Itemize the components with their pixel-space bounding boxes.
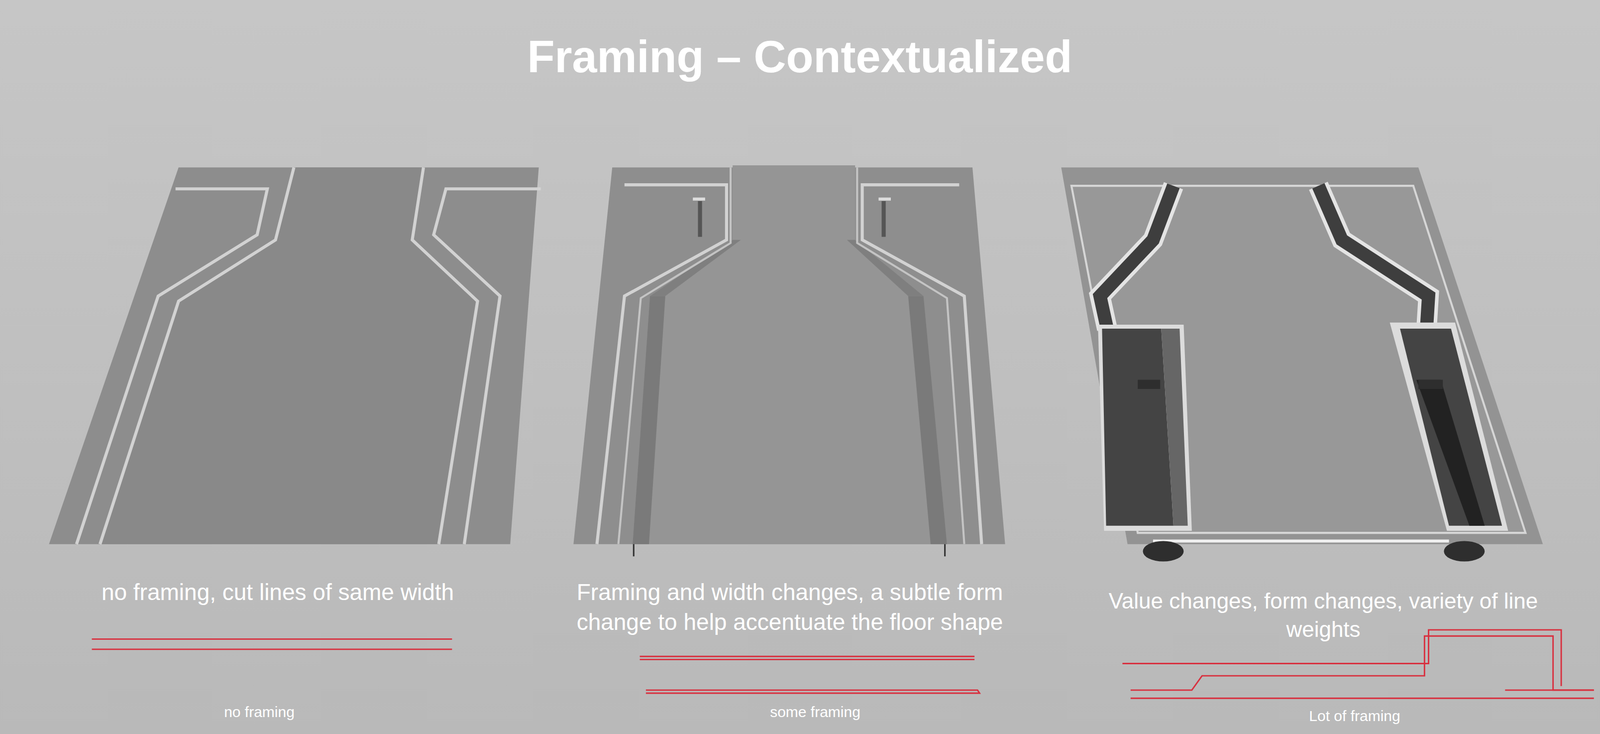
panel-caption: no framing, cut lines of same width (101, 577, 454, 608)
floor-some-framing (573, 165, 1005, 556)
floor-no-framing (48, 167, 541, 544)
profile-lines (92, 629, 1595, 698)
panel-caption: Value changes, form changes, variety of … (1074, 586, 1573, 643)
floor-lot-of-framing (1061, 167, 1543, 561)
profile-label: Lot of framing (1308, 705, 1400, 726)
panel-caption: Framing and width changes, a subtle form… (540, 577, 1039, 638)
profile-label: some framing (769, 701, 861, 722)
diagram-title: Framing – Contextualized (527, 27, 1072, 87)
profile-label: no framing (223, 701, 295, 722)
